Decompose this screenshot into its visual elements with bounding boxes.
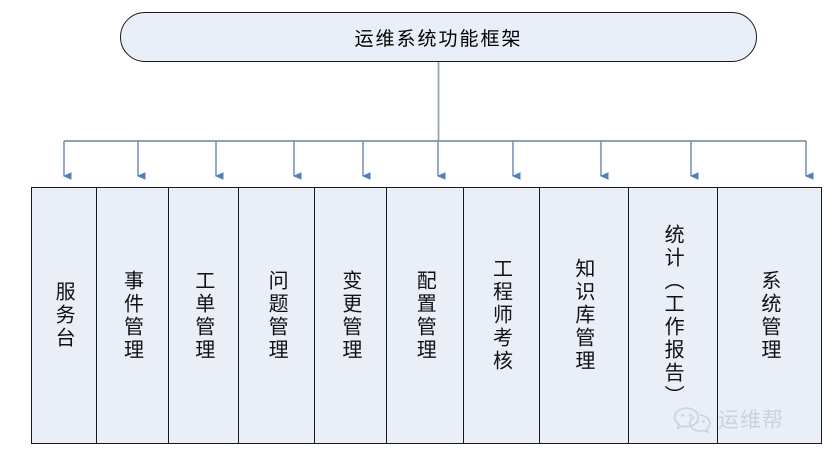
function-box-configuration-management[interactable]: 配置管理 xyxy=(387,188,464,443)
function-box-knowledge-base-management[interactable]: 知识库管理 xyxy=(539,188,629,443)
function-box-row: 服务台 事件管理 工单管理 问题管理 变更管理 配置管理 工程师考核 知识库管理… xyxy=(31,187,822,444)
function-box-statistics-work-report[interactable]: 统计（工作报告） xyxy=(628,188,719,443)
function-box-system-management[interactable]: 系统管理 xyxy=(718,188,822,443)
function-box-label: 工单管理 xyxy=(191,269,216,362)
function-box-label: 统计（工作报告） xyxy=(661,223,686,408)
function-box-service-desk[interactable]: 服务台 xyxy=(32,188,97,443)
function-box-change-management[interactable]: 变更管理 xyxy=(315,188,388,443)
page-title: 运维系统功能框架 xyxy=(354,27,523,50)
function-box-label: 系统管理 xyxy=(757,269,782,362)
diagram-title-node[interactable]: 运维系统功能框架 xyxy=(120,12,757,62)
function-box-engineer-assessment[interactable]: 工程师考核 xyxy=(463,188,540,443)
function-box-label: 服务台 xyxy=(52,281,77,350)
function-box-label: 工程师考核 xyxy=(489,258,514,373)
function-box-label: 知识库管理 xyxy=(571,258,596,373)
function-box-label: 配置管理 xyxy=(413,269,438,362)
function-box-problem-management[interactable]: 问题管理 xyxy=(239,188,316,443)
drop-lines xyxy=(62,141,814,180)
function-box-label: 问题管理 xyxy=(265,269,290,362)
function-box-label: 变更管理 xyxy=(338,269,363,362)
function-box-incident-management[interactable]: 事件管理 xyxy=(96,188,169,443)
function-box-work-order-management[interactable]: 工单管理 xyxy=(168,188,240,443)
function-box-label: 事件管理 xyxy=(120,269,145,362)
